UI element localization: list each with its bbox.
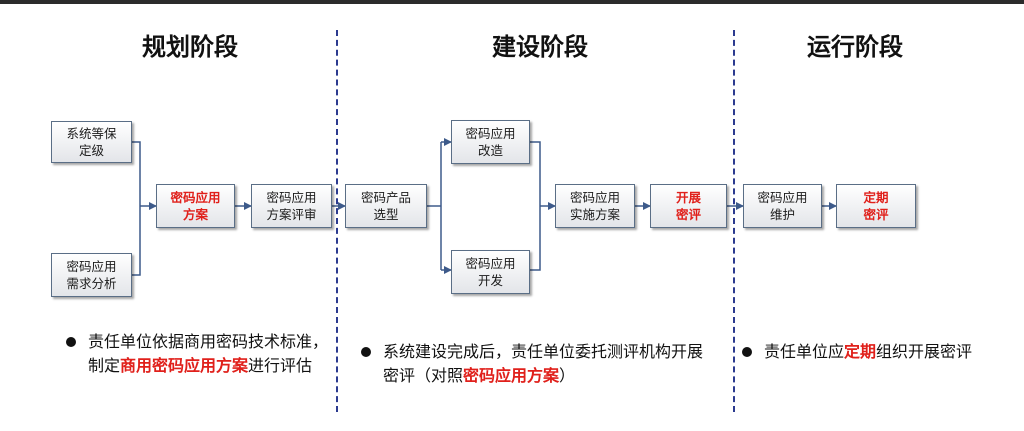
- stage-title-planning: 规划阶段: [142, 33, 238, 61]
- step-requirements-analysis: 密码应用需求分析: [51, 253, 132, 297]
- step-grading: 系统等保定级: [51, 121, 132, 163]
- stage-title-construction: 建设阶段: [492, 33, 588, 61]
- step-maintenance: 密码应用维护: [743, 184, 822, 228]
- note-operation: 责任单位应定期组织开展密评: [742, 340, 1008, 364]
- connector-requirements-to-plan: [132, 206, 141, 276]
- step-implementation-plan: 密码应用实施方案: [555, 184, 635, 228]
- stage-divider-1: [336, 30, 338, 412]
- stage-title-operation: 运行阶段: [807, 33, 903, 61]
- connector-retrofit-to-merge: [530, 141, 541, 206]
- step-retrofit: 密码应用改造: [451, 120, 530, 164]
- top-border: [0, 0, 1024, 4]
- connector-grading-to-plan: [132, 141, 141, 206]
- step-product-selection: 密码产品选型: [345, 184, 427, 228]
- step-periodic-assessment: 定期密评: [836, 184, 916, 228]
- bullet-icon: [361, 347, 371, 357]
- bullet-icon: [66, 337, 76, 347]
- connector-develop-to-merge: [530, 206, 541, 271]
- bullet-icon: [742, 347, 752, 357]
- note-construction: 系统建设完成后，责任单位委托测评机构开展密评（对照密码应用方案）: [361, 340, 707, 388]
- step-plan-review: 密码应用方案评审: [251, 184, 332, 228]
- stage-divider-2: [733, 30, 735, 412]
- step-conduct-assessment: 开展密评: [650, 184, 727, 228]
- step-application-plan: 密码应用方案: [156, 184, 235, 228]
- step-development: 密码应用开发: [451, 250, 530, 294]
- note-planning: 责任单位依据商用密码技术标准，制定商用密码应用方案进行评估: [66, 330, 328, 378]
